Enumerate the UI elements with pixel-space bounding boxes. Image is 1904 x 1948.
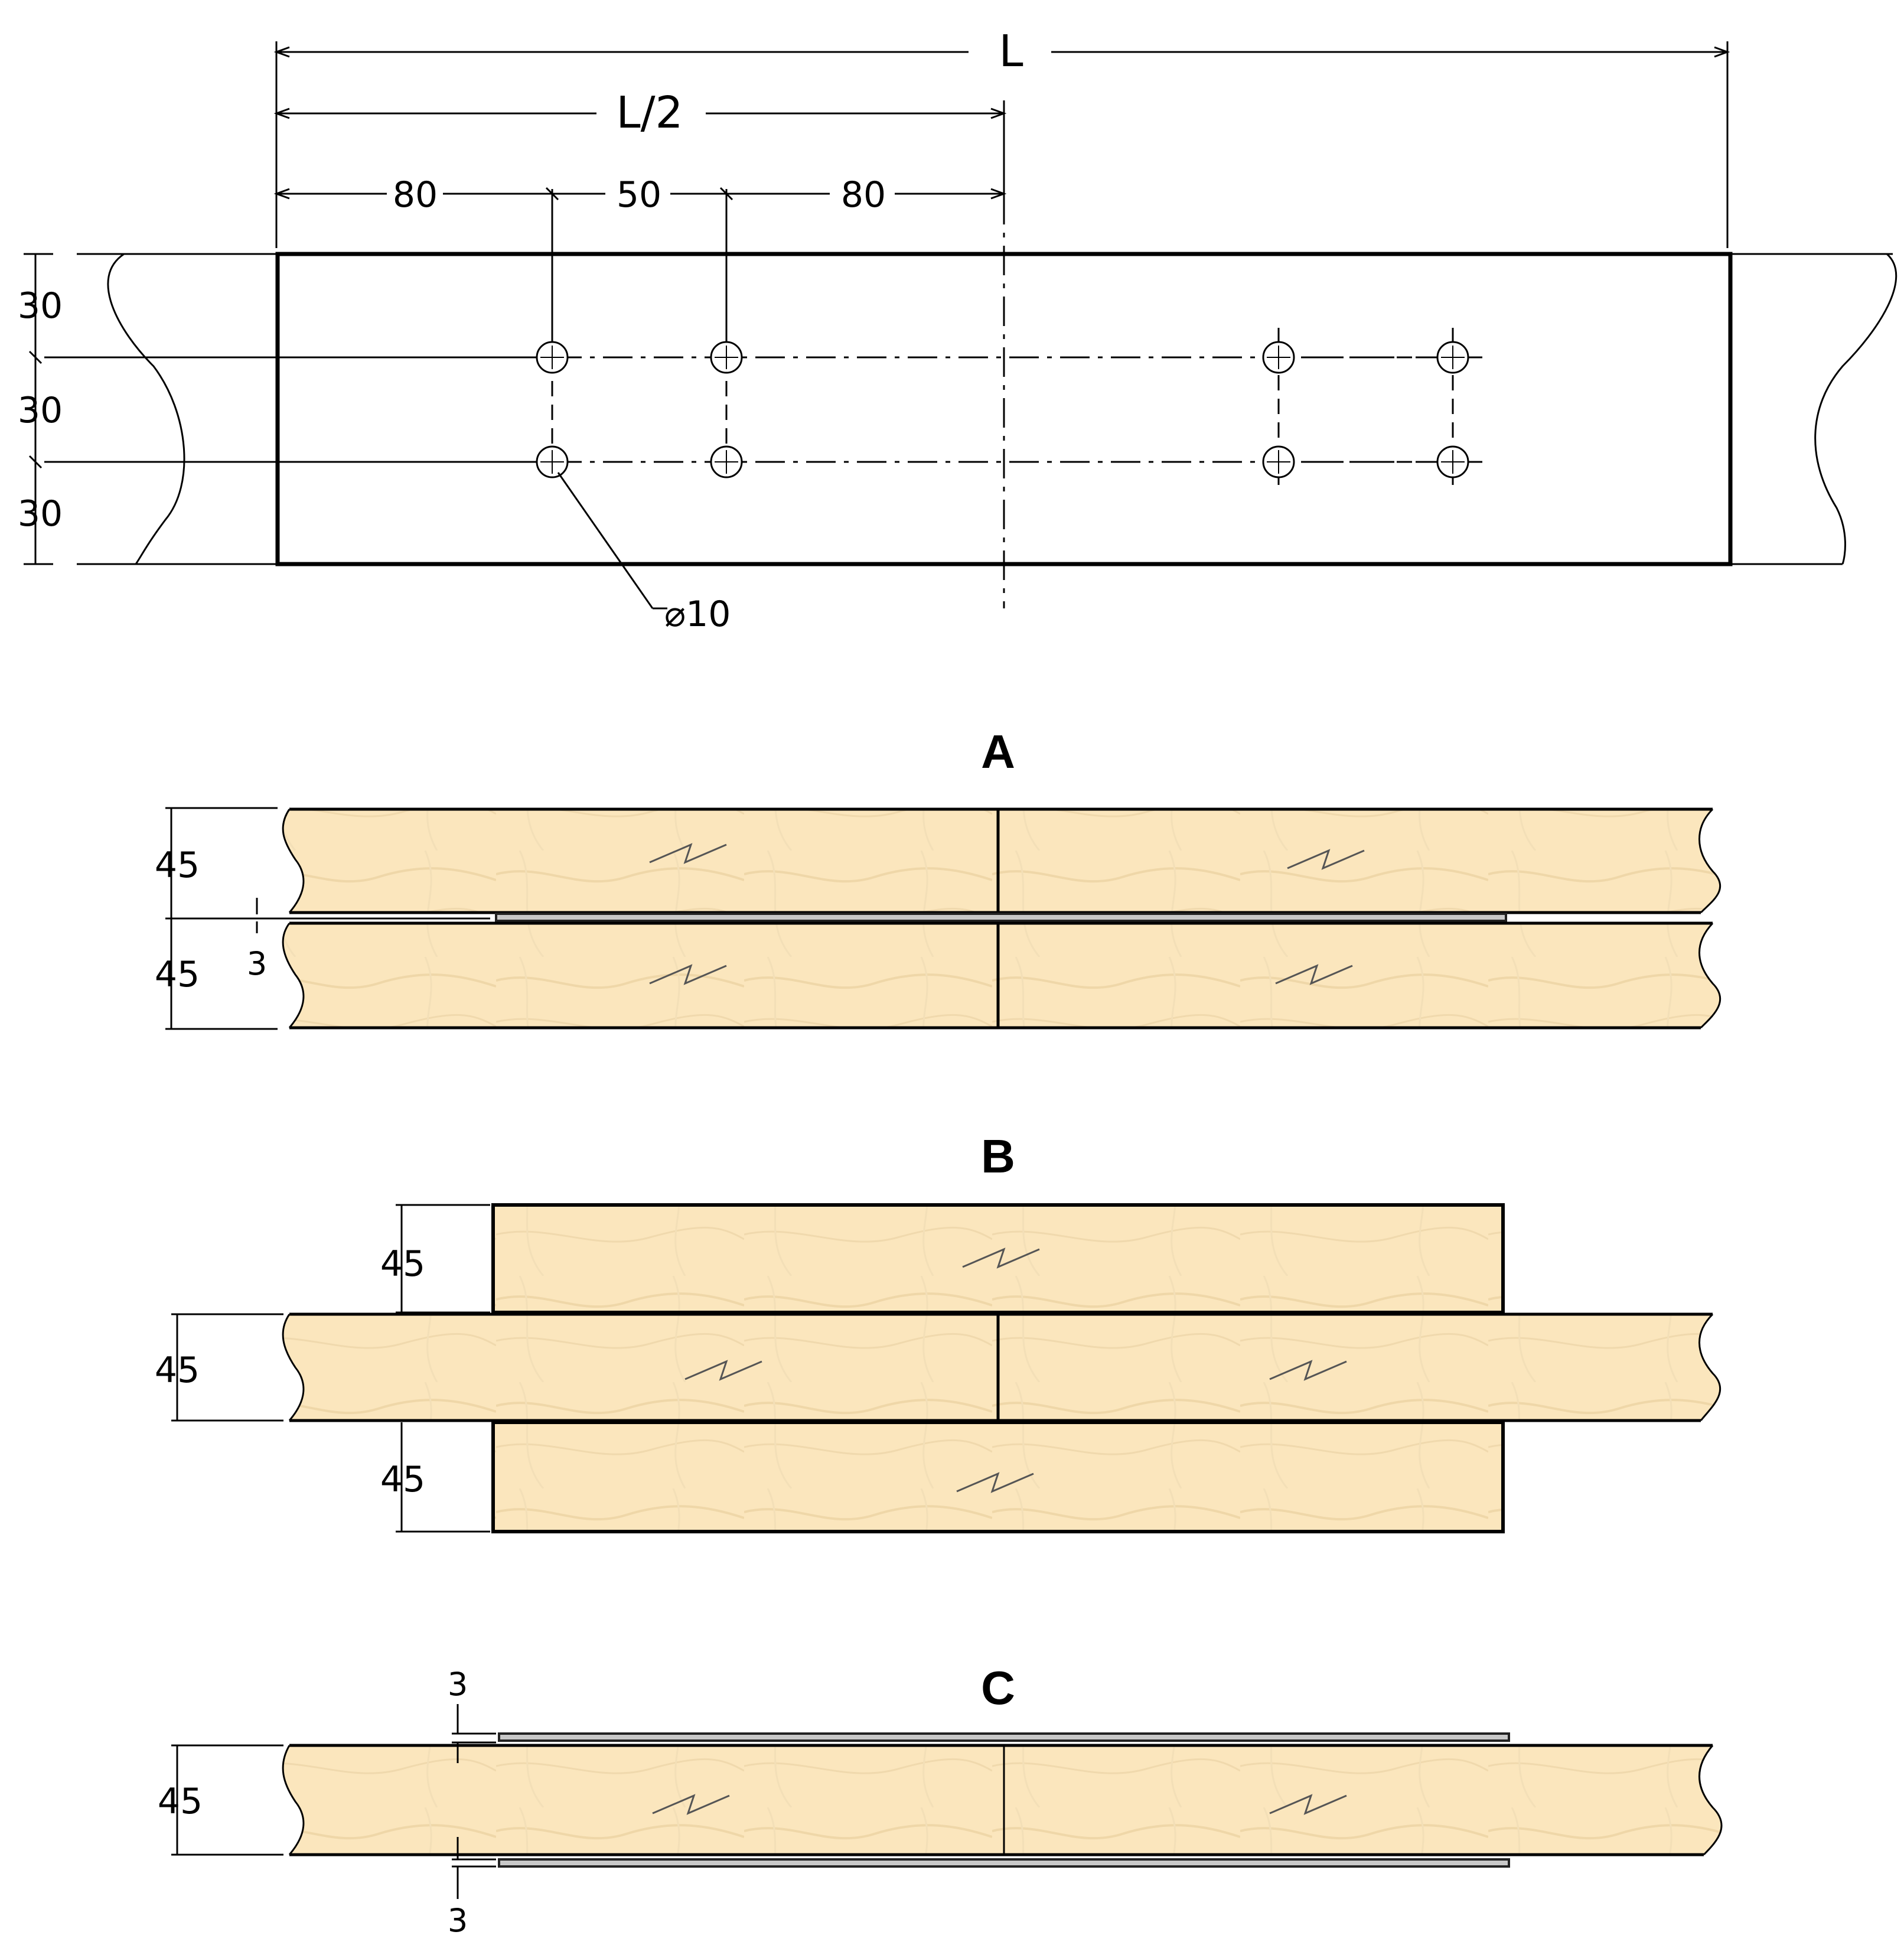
left-break-line [107,253,185,565]
dim-b-bottom-splice: 45 [380,1459,425,1500]
dim-c-member: 45 [158,1781,203,1822]
right-break-line [1814,253,1898,565]
dim-edge-to-bolt: 80 [393,174,438,216]
section-a-steel-plate [495,913,1507,922]
section-c-member [283,1745,1722,1855]
dim-a-lower-member: 45 [155,954,200,995]
dim-bolt-spacing: 50 [617,174,661,216]
bolt-hole-icon [536,445,569,478]
dim-c-bottom-plate: 3 [448,1902,468,1939]
dim-a-plate: 3 [247,945,267,982]
section-a-lower-member [283,923,1720,1028]
section-b: B 45 45 45 [155,1130,1722,1533]
dim-half-length: L/2 [616,87,683,138]
section-c-top-plate [498,1732,1510,1742]
dim-row-top: 30 [18,285,63,327]
dim-b-top-splice: 45 [380,1243,425,1285]
section-b-top-splice [491,1203,1505,1314]
bolt-hole-icon [1436,445,1469,478]
dim-a-upper-member: 45 [155,845,200,886]
dim-row-bottom: 30 [18,493,63,535]
bolt-hole-icon [1262,445,1295,478]
section-c-title: C [981,1662,1015,1714]
section-b-main-member [283,1314,1720,1421]
section-c-bottom-plate [498,1858,1510,1868]
section-a: A 45 45 3 [155,725,1722,1030]
dim-bolt-to-center: 80 [841,174,886,216]
dim-b-main-member: 45 [155,1350,200,1391]
bolt-hole-icon [536,341,569,374]
bolt-hole-icon [710,341,743,374]
dim-c-top-plate: 3 [448,1666,468,1703]
bolt-hole-icon [1262,341,1295,374]
dim-total-length: L [999,26,1023,77]
section-b-bottom-splice [491,1421,1505,1533]
dim-row-mid: 30 [18,390,63,431]
section-c: C 45 3 3 [158,1662,1723,1939]
section-b-title: B [981,1130,1015,1183]
bolt-hole-icon [1436,341,1469,374]
dim-hole-diameter: ⌀10 [664,594,731,635]
bolt-hole-icon [710,445,743,478]
plan-view: L L/2 80 50 80 30 30 30 ⌀10 [18,26,1898,635]
section-a-upper-member [283,809,1720,913]
section-a-title: A [981,725,1015,778]
